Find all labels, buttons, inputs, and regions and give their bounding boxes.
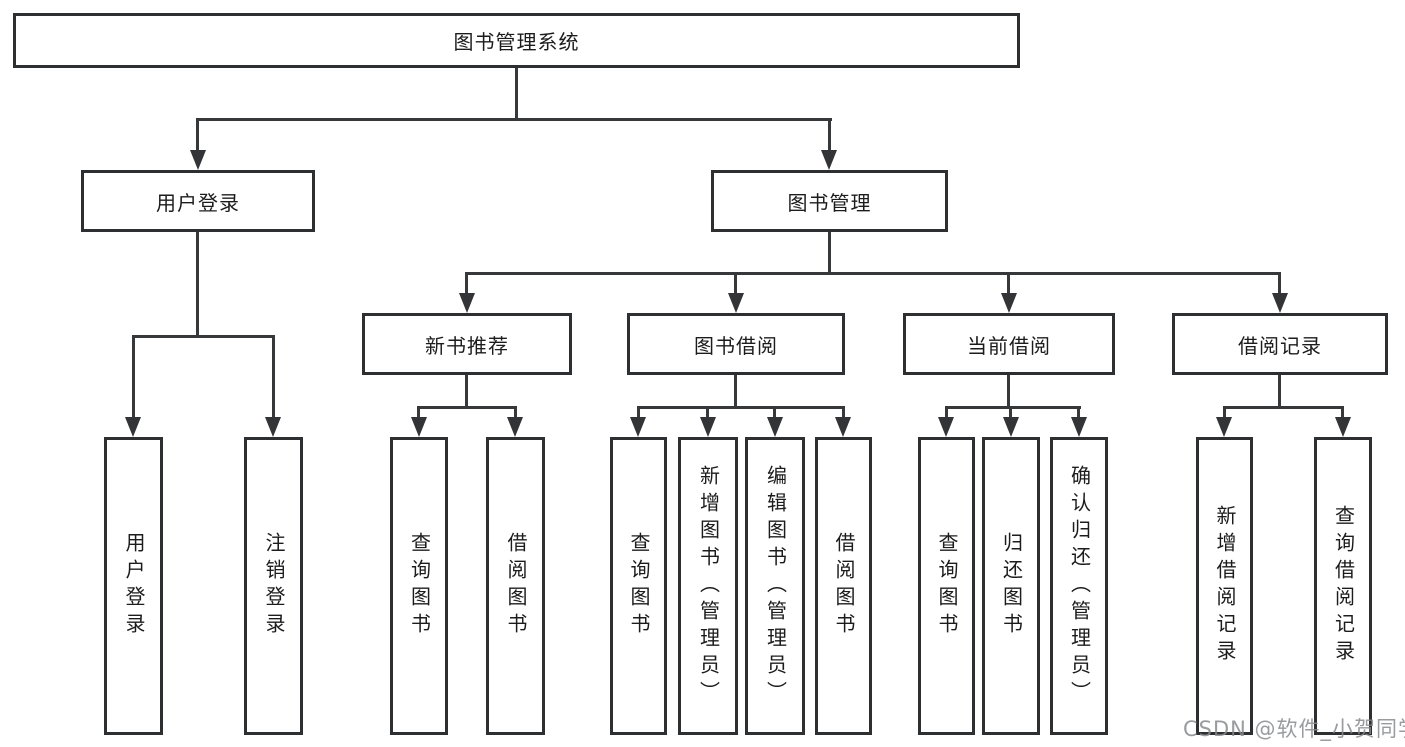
arrow-down-icon <box>728 293 744 313</box>
connector-groupA-branch <box>417 406 517 409</box>
arrow-down-icon <box>1272 293 1288 313</box>
arrow-down-icon <box>938 417 954 437</box>
node-current-borrowing: 当前借阅 <box>903 313 1115 375</box>
connector-drop <box>842 406 845 420</box>
node-library-system: 图书管理系统 <box>13 13 1020 68</box>
watermark: CSDN @软件_小贺同学 <box>1183 717 1405 741</box>
leaf-label: 查询图书 <box>627 532 651 640</box>
arrow-down-icon <box>821 150 837 170</box>
connector-drop <box>637 406 640 420</box>
arrow-down-icon <box>1216 417 1232 437</box>
node-user-login: 用户登录 <box>81 170 315 232</box>
arrow-down-icon <box>1071 417 1087 437</box>
arrow-down-icon <box>630 417 646 437</box>
connector-drop-current-borrowing <box>1007 272 1010 295</box>
node-label: 当前借阅 <box>967 333 1051 358</box>
leaf-add-borrow-record: 新增借阅记录 <box>1196 437 1253 735</box>
node-label: 图书管理 <box>787 190 872 215</box>
leaf-label: 注销登录 <box>262 532 286 640</box>
leaf-label: 确认归还（管理员） <box>1067 464 1092 708</box>
arrow-down-icon <box>700 417 716 437</box>
node-label: 借阅记录 <box>1238 333 1322 358</box>
leaf-label: 新增图书（管理员） <box>696 464 721 708</box>
connector-groupC-branch <box>945 406 1081 409</box>
connector-drop <box>514 406 517 420</box>
leaf-label: 用户登录 <box>122 532 146 640</box>
leaf-label: 归还图书 <box>999 532 1024 640</box>
leaf-label: 查询图书 <box>407 532 432 640</box>
leaf-confirm-return-admin: 确认归还（管理员） <box>1050 437 1108 735</box>
arrow-down-icon <box>125 417 141 437</box>
connector-drop-user-login <box>196 118 199 152</box>
connector-drop <box>1009 406 1012 420</box>
arrow-down-icon <box>411 417 427 437</box>
leaf-query-books-current: 查询图书 <box>918 437 975 735</box>
connector-drop-leaf-logout <box>272 335 275 419</box>
leaf-return-books: 归还图书 <box>982 437 1040 735</box>
node-book-management: 图书管理 <box>711 170 948 232</box>
leaf-user-login: 用户登录 <box>104 437 163 735</box>
connector-drop-borrowing-records <box>1278 272 1281 295</box>
connector-level3-branch <box>465 272 1281 275</box>
connector-groupB-branch <box>637 406 845 409</box>
connector-root-stem <box>515 66 518 120</box>
connector-book-management-stem <box>828 230 831 274</box>
connector-groupB-stem <box>734 373 737 408</box>
connector-drop <box>945 406 948 420</box>
leaf-logout: 注销登录 <box>244 437 303 735</box>
node-label: 图书管理系统 <box>453 30 580 54</box>
leaf-label: 查询图书 <box>935 532 959 640</box>
leaf-query-borrow-record: 查询借阅记录 <box>1314 437 1372 735</box>
arrow-down-icon <box>835 417 851 437</box>
arrow-down-icon <box>1001 293 1017 313</box>
connector-level1-branch <box>196 118 832 121</box>
connector-drop <box>417 406 420 420</box>
leaf-label: 借阅图书 <box>832 532 856 640</box>
connector-user-login-branch <box>132 335 275 338</box>
connector-groupA-stem <box>465 373 468 408</box>
node-borrowing-records: 借阅记录 <box>1172 313 1388 375</box>
connector-groupD-stem <box>1278 373 1281 408</box>
arrow-down-icon <box>767 417 783 437</box>
connector-groupD-branch <box>1223 406 1344 409</box>
arrow-down-icon <box>459 293 475 313</box>
node-new-book-recommendation: 新书推荐 <box>362 313 572 375</box>
arrow-down-icon <box>1003 417 1019 437</box>
node-label: 用户登录 <box>156 190 240 215</box>
connector-drop <box>1223 406 1226 420</box>
leaf-query-books-recommend: 查询图书 <box>390 437 448 735</box>
leaf-add-book-admin: 新增图书（管理员） <box>678 437 738 735</box>
leaf-label: 新增借阅记录 <box>1213 505 1237 667</box>
connector-drop <box>1341 406 1344 420</box>
connector-drop <box>706 406 709 420</box>
arrow-down-icon <box>265 417 281 437</box>
leaf-label: 查询借阅记录 <box>1331 505 1356 667</box>
connector-drop-book-management <box>828 118 831 152</box>
node-label: 图书借阅 <box>694 333 778 358</box>
leaf-borrow-books-recommend: 借阅图书 <box>486 437 545 735</box>
connector-user-login-stem <box>196 230 199 338</box>
leaf-borrow-books-borrowing: 借阅图书 <box>815 437 872 735</box>
leaf-label: 编辑图书（管理员） <box>763 464 788 708</box>
node-book-borrowing: 图书借阅 <box>627 313 845 375</box>
connector-drop-book-borrowing <box>734 272 737 295</box>
arrow-down-icon <box>507 417 523 437</box>
node-label: 新书推荐 <box>425 333 509 358</box>
connector-drop <box>773 406 776 420</box>
arrow-down-icon <box>190 150 206 170</box>
connector-drop <box>1077 406 1080 420</box>
arrow-down-icon <box>1335 417 1351 437</box>
connector-drop-new-book <box>465 272 468 295</box>
leaf-query-books-borrowing: 查询图书 <box>610 437 667 735</box>
connector-groupC-stem <box>1007 373 1010 408</box>
leaf-edit-book-admin: 编辑图书（管理员） <box>745 437 805 735</box>
connector-drop-leaf-user-login <box>132 335 135 419</box>
leaf-label: 借阅图书 <box>504 532 528 640</box>
